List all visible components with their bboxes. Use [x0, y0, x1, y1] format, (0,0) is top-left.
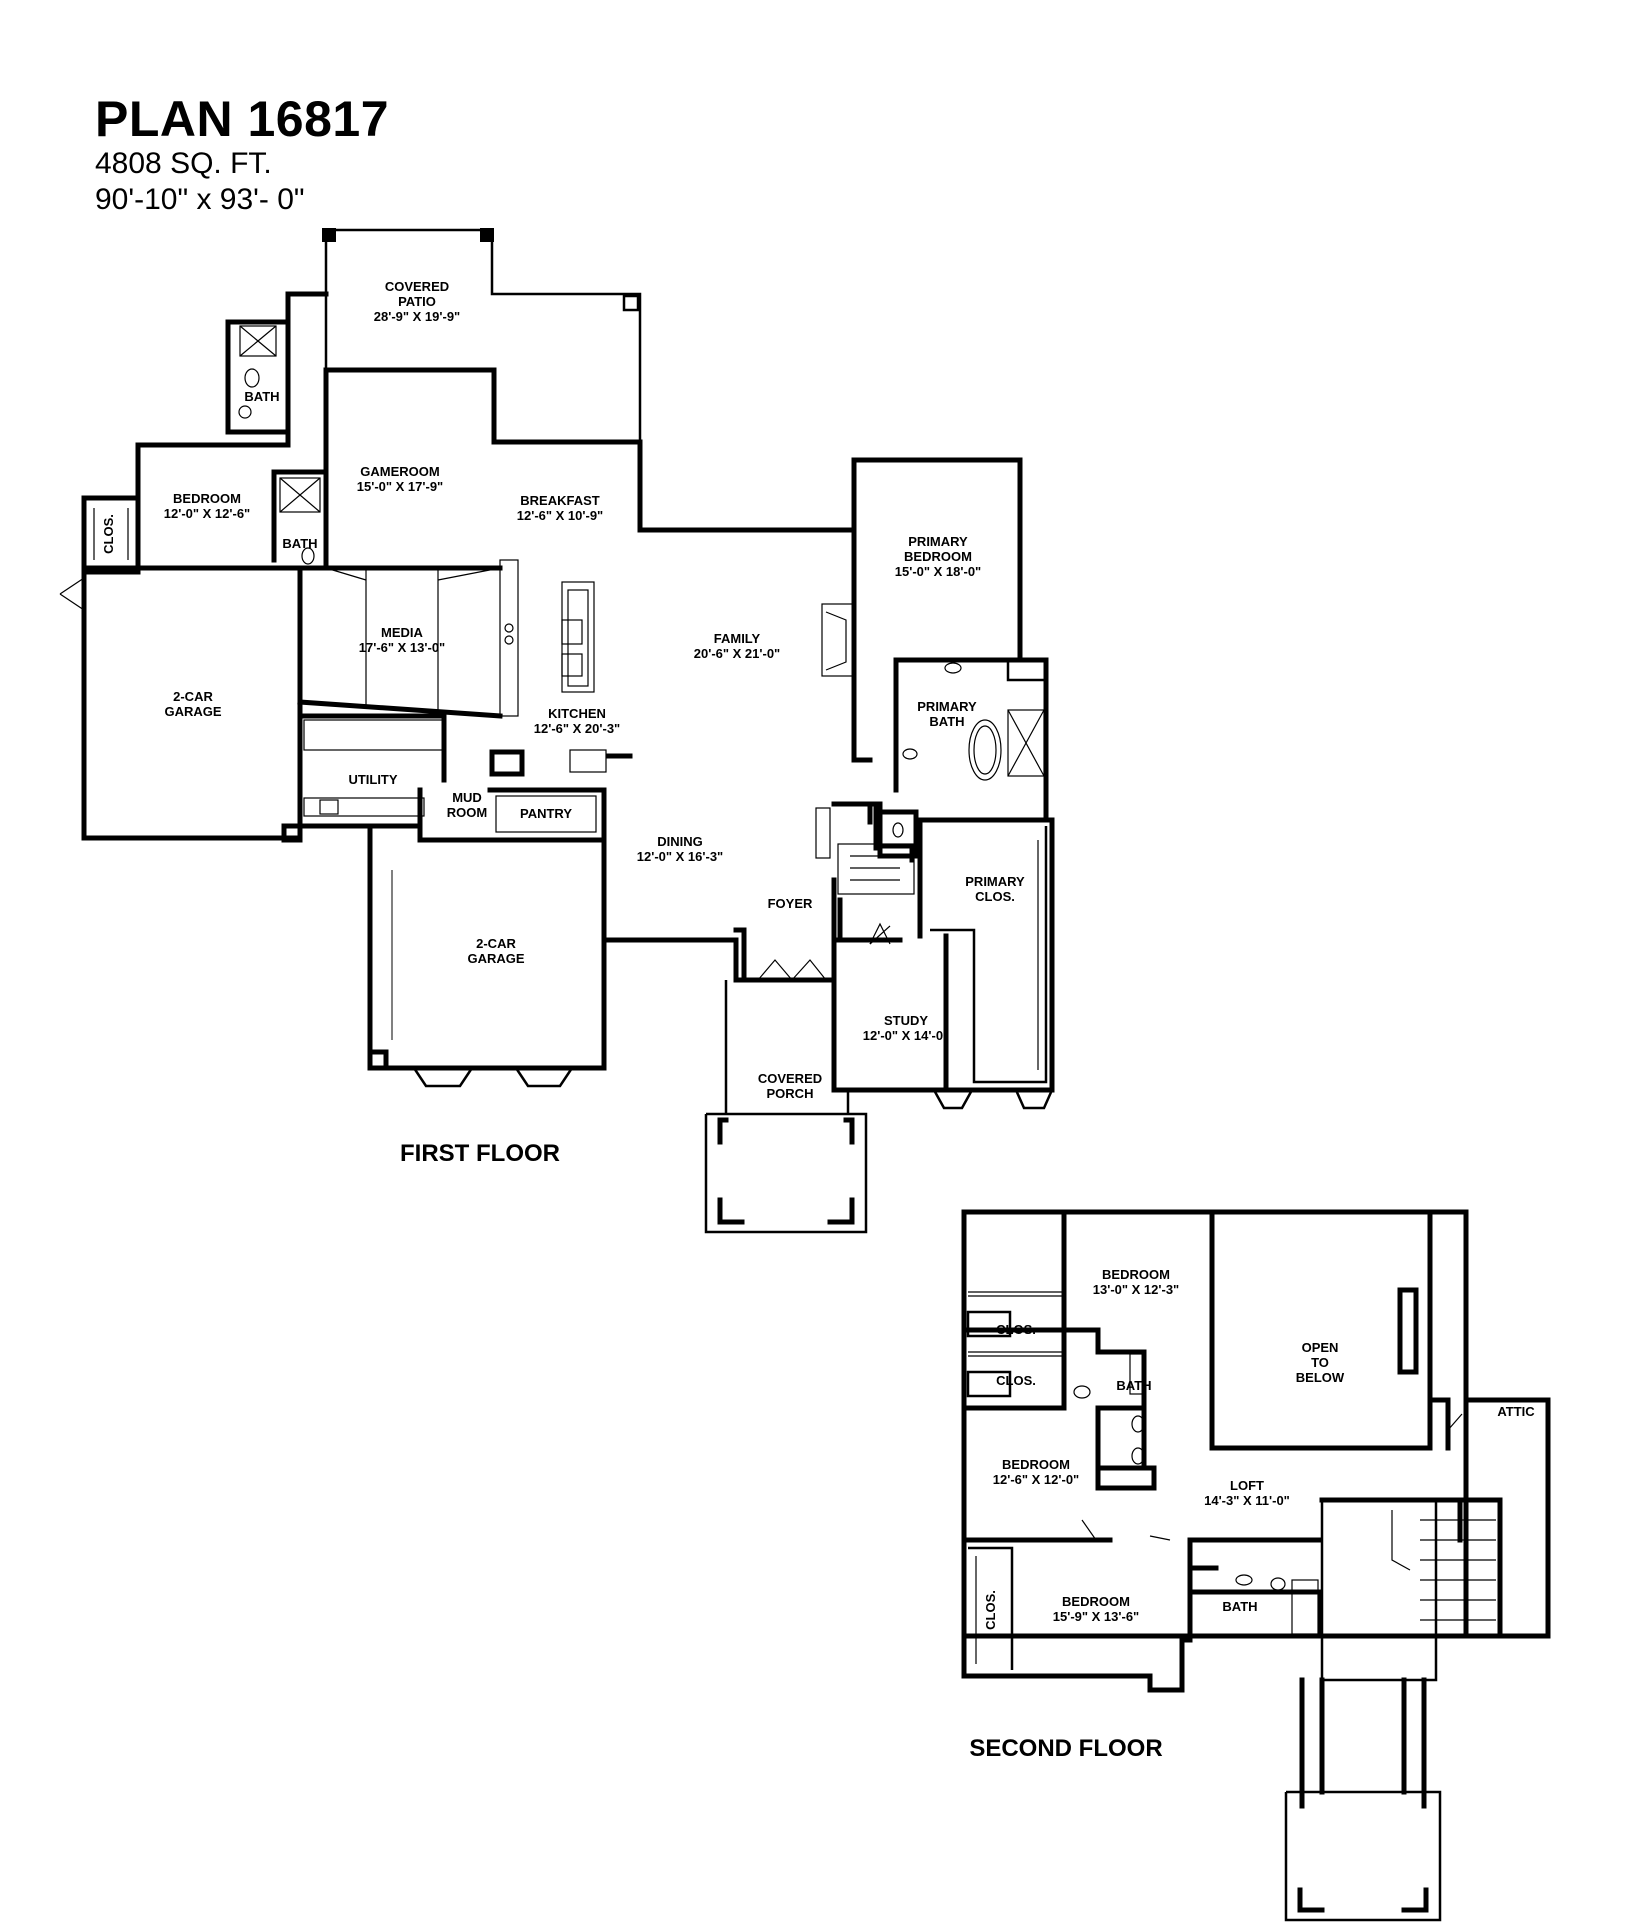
room-label-bath-upper: BATH: [1116, 1378, 1151, 1393]
room-label-covered-patio: COVERED: [385, 279, 449, 294]
room-label-bedroom-mid: BEDROOM: [1002, 1457, 1070, 1472]
room-label-covered-porch-2: PORCH: [767, 1086, 814, 1101]
room-label-closet-upper: CLOS.: [996, 1322, 1036, 1337]
room-label-garage-left: 2-CAR: [173, 689, 213, 704]
room-size-covered-patio: 28'-9" X 19'-9": [374, 309, 460, 324]
room-size-media: 17'-6" X 13'-0": [359, 640, 445, 655]
room-label-closet: CLOS.: [101, 514, 116, 554]
room-size-dining: 12'-0" X 16'-3": [637, 849, 723, 864]
room-label-media: MEDIA: [381, 625, 424, 640]
room-size-primary-bedroom: 15'-0" X 18'-0": [895, 564, 981, 579]
room-size-bedroom-top: 13'-0" X 12'-3": [1093, 1282, 1179, 1297]
room-label-primary-closet-2: CLOS.: [975, 889, 1015, 904]
room-label-bath: BATH: [244, 389, 279, 404]
room-size-bedroom: 12'-0" X 12'-6": [164, 506, 250, 521]
label-open-to-below: OPEN: [1302, 1340, 1339, 1355]
room-label-bath-2: BATH: [282, 536, 317, 551]
room-label-loft: LOFT: [1230, 1478, 1264, 1493]
room-size-gameroom: 15'-0" X 17'-9": [357, 479, 443, 494]
label-open-to-below-3: BELOW: [1296, 1370, 1345, 1385]
room-label-closet-lower: CLOS.: [996, 1373, 1036, 1388]
room-label-covered-porch: COVERED: [758, 1071, 822, 1086]
first-floor-labels: COVERED PATIO 28'-9" X 19'-9" BATH BEDRO…: [101, 279, 1025, 1167]
room-label-kitchen: KITCHEN: [548, 706, 606, 721]
room-label-bedroom-bottom: BEDROOM: [1062, 1594, 1130, 1609]
room-label-covered-patio-2: PATIO: [398, 294, 436, 309]
square-footage: 4808 SQ. FT.: [95, 147, 272, 180]
room-label-utility: UTILITY: [348, 772, 397, 787]
room-size-family: 20'-6" X 21'-0": [694, 646, 780, 661]
room-label-dining: DINING: [657, 834, 703, 849]
room-label-garage-right: 2-CAR: [476, 936, 516, 951]
room-size-bedroom-mid: 12'-6" X 12'-0": [993, 1472, 1079, 1487]
room-label-primary-closet: PRIMARY: [965, 874, 1025, 889]
room-label-study: STUDY: [884, 1013, 928, 1028]
room-label-gameroom: GAMEROOM: [360, 464, 439, 479]
room-label-family: FAMILY: [714, 631, 761, 646]
room-label-garage-right-2: GARAGE: [467, 951, 524, 966]
first-floor-walls: [59, 228, 1055, 1234]
room-label-bedroom: BEDROOM: [173, 491, 241, 506]
room-label-mud-room-2: ROOM: [447, 805, 487, 820]
second-floor-title: SECOND FLOOR: [969, 1735, 1162, 1762]
room-label-bath-bottom: BATH: [1222, 1599, 1257, 1614]
room-label-primary-bath-2: BATH: [929, 714, 964, 729]
plan-title: PLAN 16817: [95, 91, 390, 147]
room-label-primary-bath: PRIMARY: [917, 699, 977, 714]
room-label-mud-room: MUD: [452, 790, 482, 805]
room-label-foyer: FOYER: [768, 896, 813, 911]
room-label-garage-left-2: GARAGE: [164, 704, 221, 719]
room-label-bedroom-top: BEDROOM: [1102, 1267, 1170, 1282]
overall-dimensions: 90'-10" x 93'- 0": [95, 183, 305, 216]
label-open-to-below-2: TO: [1311, 1355, 1329, 1370]
plan-header: PLAN 16817 4808 SQ. FT. 90'-10" x 93'- 0…: [95, 92, 389, 218]
second-floor-walls: [961, 1209, 1551, 1922]
room-label-breakfast: BREAKFAST: [520, 493, 600, 508]
room-label-attic: ATTIC: [1497, 1404, 1535, 1419]
room-size-kitchen: 12'-6" X 20'-3": [534, 721, 620, 736]
second-floor-labels: BEDROOM 13'-0" X 12'-3" OPEN TO BELOW CL…: [969, 1267, 1535, 1762]
first-floor-title: FIRST FLOOR: [400, 1140, 560, 1167]
room-size-loft: 14'-3" X 11'-0": [1204, 1493, 1290, 1508]
room-size-breakfast: 12'-6" X 10'-9": [517, 508, 603, 523]
room-label-primary-bedroom-2: BEDROOM: [904, 549, 972, 564]
room-label-primary-bedroom: PRIMARY: [908, 534, 968, 549]
room-label-closet-bottom: CLOS.: [983, 1590, 998, 1630]
room-label-pantry: PANTRY: [520, 806, 572, 821]
room-size-study: 12'-0" X 14'-0": [863, 1028, 949, 1043]
room-size-bedroom-bottom: 15'-9" X 13'-6": [1053, 1609, 1139, 1624]
